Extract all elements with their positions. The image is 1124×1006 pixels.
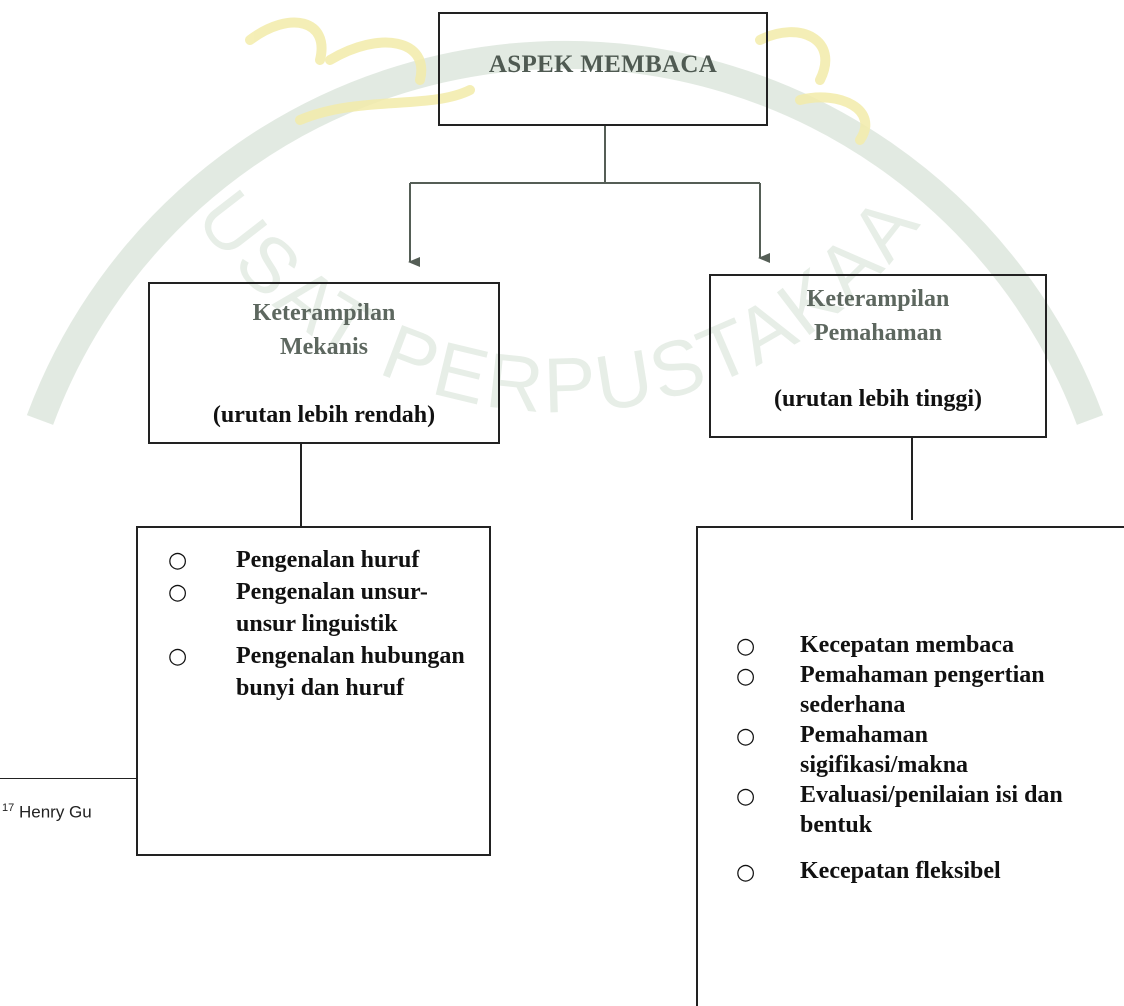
circle-bullet-icon: ○ bbox=[736, 784, 756, 809]
circle-bullet-icon: ○ bbox=[168, 580, 188, 605]
circle-bullet-icon: ○ bbox=[736, 634, 756, 659]
list-item: ○ Pengenalan huruf bbox=[168, 544, 468, 576]
list-item-text: Pemahaman pengertian sederhana bbox=[800, 662, 1045, 718]
title-line-1: Keterampilan bbox=[252, 300, 396, 326]
title-line-1: Keterampilan bbox=[806, 286, 950, 312]
list-item: ○ Pengenalan hubungan bunyi dan huruf bbox=[168, 640, 468, 704]
circle-bullet-icon: ○ bbox=[736, 664, 756, 689]
circle-bullet-icon: ○ bbox=[168, 644, 188, 669]
mechanical-skills-title: Keterampilan Mekanis bbox=[150, 296, 498, 364]
comprehension-skills-subtitle: (urutan lebih tinggi) bbox=[773, 386, 983, 412]
comprehension-skills-list: ○ Kecepatan membaca ○ Pemahaman pengerti… bbox=[696, 526, 1124, 1006]
comprehension-skills-title: Keterampilan Pemahaman bbox=[711, 282, 1045, 350]
root-label: ASPEK MEMBACA bbox=[488, 51, 718, 78]
list-item: ○ Pengenalan unsur-unsur linguistik bbox=[168, 576, 468, 640]
list-item: ○ Evaluasi/penilaian isi dan bentuk bbox=[736, 780, 1124, 840]
list-item-text: Pengenalan huruf bbox=[236, 547, 420, 573]
list-item-text: Pengenalan hubungan bunyi dan huruf bbox=[236, 643, 465, 701]
mechanical-skills-node: Keterampilan Mekanis (urutan lebih renda… bbox=[148, 282, 500, 444]
footnote-rule bbox=[0, 778, 137, 779]
circle-bullet-icon: ○ bbox=[736, 860, 756, 885]
list-item-text: Kecepatan membaca bbox=[800, 632, 1014, 658]
list-item-text: Kecepatan fleksibel bbox=[800, 858, 1001, 884]
footnote-text: Henry Gu bbox=[18, 802, 92, 822]
circle-bullet-icon: ○ bbox=[168, 548, 188, 573]
list-item-text: Pemahaman sigifikasi/makna bbox=[800, 722, 969, 778]
list-item: ○ Kecepatan fleksibel bbox=[736, 856, 1124, 886]
mechanical-skills-subtitle: (urutan lebih rendah) bbox=[212, 402, 436, 428]
root-node: ASPEK MEMBACA bbox=[438, 12, 768, 126]
list-item: ○ Pemahaman sigifikasi/makna bbox=[736, 720, 1124, 780]
footnote: 17 Henry Gu bbox=[2, 802, 136, 823]
list-item-text: Evaluasi/penilaian isi dan bentuk bbox=[800, 782, 1063, 838]
title-line-2: Pemahaman bbox=[814, 320, 942, 346]
mechanical-skills-list: ○ Pengenalan huruf ○ Pengenalan unsur-un… bbox=[136, 526, 491, 856]
footnote-number: 17 bbox=[2, 802, 15, 814]
list-item-text: Pengenalan unsur-unsur linguistik bbox=[236, 579, 428, 637]
title-line-2: Mekanis bbox=[279, 334, 368, 360]
list-item: ○ Pemahaman pengertian sederhana bbox=[736, 660, 1124, 720]
circle-bullet-icon: ○ bbox=[736, 724, 756, 749]
list-item: ○ Kecepatan membaca bbox=[736, 630, 1124, 660]
comprehension-skills-node: Keterampilan Pemahaman (urutan lebih tin… bbox=[709, 274, 1047, 438]
